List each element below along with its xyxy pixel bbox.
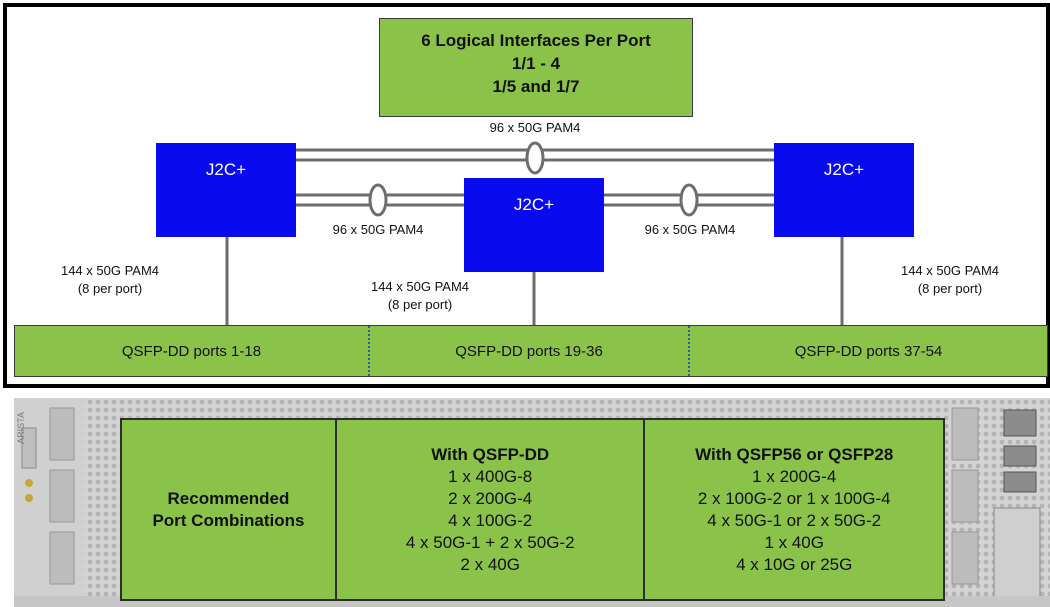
ports-group-3: QSFP-DD ports 37-54 <box>794 342 943 360</box>
qsfp56-heading: With QSFP56 or QSFP28 <box>695 444 894 464</box>
logical-interfaces-box: 6 Logical Interfaces Per Port 1/1 - 4 1/… <box>379 18 693 117</box>
downlink-left-main: 144 x 50G PAM4 <box>60 263 160 278</box>
downlink-center-sub: (8 per port) <box>387 297 453 312</box>
title-line-1: 6 Logical Interfaces Per Port <box>421 31 651 50</box>
qsfpdd-item: 4 x 50G-1 + 2 x 50G-2 <box>405 532 575 552</box>
right-link-label: 96 x 50G PAM4 <box>644 222 736 237</box>
ports-bar: QSFP-DD ports 1-18 QSFP-DD ports 19-36 Q… <box>14 325 1048 377</box>
chip-center-label: J2C+ <box>513 195 555 214</box>
chip-center: J2C+ <box>464 178 604 272</box>
qsfpdd-item: 1 x 400G-8 <box>448 466 533 486</box>
ports-group-1: QSFP-DD ports 1-18 <box>15 326 370 376</box>
title-line-2: 1/1 - 4 <box>511 54 561 73</box>
title-line-3: 1/5 and 1/7 <box>492 77 580 96</box>
qsfpdd-cell: With QSFP-DD 1 x 400G-8 2 x 200G-4 4 x 1… <box>336 420 646 599</box>
left-link-label: 96 x 50G PAM4 <box>332 222 424 237</box>
downlink-center-label: 144 x 50G PAM4 (8 per port) <box>350 278 490 314</box>
downlink-right-sub: (8 per port) <box>917 281 983 296</box>
ports-group-2: QSFP-DD ports 19-36 <box>370 326 691 376</box>
combos-label-line-2: Port Combinations <box>152 510 305 530</box>
downlink-center-main: 144 x 50G PAM4 <box>370 279 470 294</box>
chip-right-label: J2C+ <box>823 160 865 179</box>
downlink-right-label: 144 x 50G PAM4 (8 per port) <box>880 262 1020 298</box>
qsfp56-item: 1 x 200G-4 <box>752 466 837 486</box>
top-link-label: 96 x 50G PAM4 <box>489 120 581 135</box>
chip-right: J2C+ <box>774 143 914 237</box>
chip-left: J2C+ <box>156 143 296 237</box>
combos-label-cell: Recommended Port Combinations <box>122 420 337 599</box>
port-combinations-table: Recommended Port Combinations With QSFP-… <box>120 418 945 601</box>
downlink-left-sub: (8 per port) <box>77 281 143 296</box>
qsfpdd-heading: With QSFP-DD <box>431 444 550 464</box>
qsfpdd-item: 4 x 100G-2 <box>448 510 533 530</box>
downlink-left-label: 144 x 50G PAM4 (8 per port) <box>40 262 180 298</box>
qsfpdd-item: 2 x 40G <box>460 554 520 574</box>
qsfp56-item: 4 x 50G-1 or 2 x 50G-2 <box>707 510 882 530</box>
qsfp56-item: 2 x 100G-2 or 1 x 100G-4 <box>697 488 891 508</box>
qsfp56-cell: With QSFP56 or QSFP28 1 x 200G-4 2 x 100… <box>645 420 943 599</box>
combos-label-line-1: Recommended <box>167 488 290 508</box>
chip-left-label: J2C+ <box>205 160 247 179</box>
qsfp56-item: 4 x 10G or 25G <box>736 554 853 574</box>
qsfp56-item: 1 x 40G <box>764 532 824 552</box>
qsfpdd-item: 2 x 200G-4 <box>448 488 533 508</box>
arista-logo: ARISTA <box>16 412 26 444</box>
downlink-right-main: 144 x 50G PAM4 <box>900 263 1000 278</box>
